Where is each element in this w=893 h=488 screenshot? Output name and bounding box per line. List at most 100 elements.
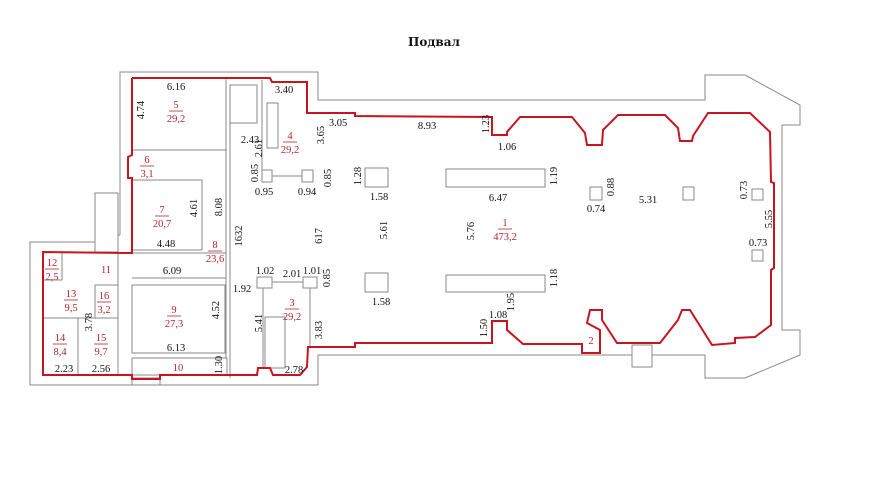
room-number: 9 (171, 305, 176, 316)
column (589, 186, 603, 201)
column (364, 167, 389, 188)
room-area: 27,3 (165, 319, 183, 330)
dimension-label: 1.02 (256, 266, 274, 277)
dimension-label: 2.43 (241, 135, 259, 146)
building-walls (29, 71, 801, 386)
plan-title: Подвал (408, 35, 460, 49)
room-area: 9,7 (94, 347, 107, 358)
dimension-label: 1.30 (214, 356, 225, 374)
rented-area-outline (42, 77, 775, 380)
dimension-label: 8.93 (418, 121, 436, 132)
room-number: 12 (47, 258, 58, 269)
dimension-label: 8.08 (214, 198, 225, 216)
dimension-label: 1.19 (549, 167, 560, 185)
dimension-label: 0.94 (298, 187, 317, 198)
room-number: 8 (212, 240, 217, 251)
dimension-label: 1.18 (549, 269, 560, 287)
dimension-label: 0.73 (749, 238, 767, 249)
dimension-label: 3.78 (84, 313, 95, 331)
column (364, 272, 389, 293)
room-area: 473,2 (493, 232, 517, 243)
column (682, 186, 695, 201)
dimension-label: 1632 (234, 226, 245, 247)
dimension-label: 1.23 (481, 115, 492, 133)
room-area: 8,4 (53, 347, 67, 358)
room-area: 3,1 (140, 169, 153, 180)
room-label-6: 63,1 (140, 155, 154, 180)
column (445, 274, 546, 293)
room-area: 29,2 (283, 312, 301, 323)
dimension-label: 5.61 (379, 221, 390, 239)
stairs-room-3 (264, 316, 286, 369)
dimension-label: 3.05 (329, 118, 347, 129)
room-number: 10 (173, 363, 184, 374)
dimension-label: 1.92 (233, 284, 251, 295)
room-label-2: 2 (588, 336, 593, 347)
room-area: 9,5 (64, 303, 77, 314)
dimension-label: 1.95 (506, 293, 517, 311)
room-area: 29,2 (281, 145, 299, 156)
room-label-8: 823,6 (206, 240, 224, 265)
dimension-label: 5.55 (764, 210, 775, 228)
room-area: 23,6 (206, 254, 224, 265)
dimension-label: 3.40 (275, 85, 293, 96)
dimension-label: 6.47 (489, 193, 507, 204)
room-label-10: 10 (173, 363, 184, 374)
room-number: 3 (289, 298, 294, 309)
dimension-label: 617 (314, 228, 325, 244)
room-area: 2,5 (45, 272, 58, 283)
dimension-label: 1.28 (353, 167, 364, 185)
room-number: 16 (99, 291, 110, 302)
dimension-label: 4.61 (189, 199, 200, 217)
room-label-4: 429,2 (281, 131, 299, 156)
room-number: 1 (502, 218, 507, 229)
room-label-13: 139,5 (64, 289, 78, 314)
room-label-3: 329,2 (283, 298, 301, 323)
dimension-label: 0.95 (255, 187, 273, 198)
room-label-5: 529,2 (167, 100, 185, 125)
stairs-outside-left (94, 192, 119, 253)
stairs-room-4 (266, 102, 279, 149)
room-label-14: 148,4 (53, 333, 67, 358)
room-number: 7 (159, 205, 164, 216)
room-number: 13 (66, 289, 77, 300)
dimension-label: 1.08 (489, 310, 507, 321)
room-area: 3,2 (97, 305, 110, 316)
room-area: 29,2 (167, 114, 185, 125)
dimension-label: 0.85 (322, 269, 333, 287)
dimension-label: 1.58 (372, 297, 390, 308)
dimension-label: 0.74 (587, 204, 606, 215)
room-number: 4 (287, 131, 293, 142)
dimension-label: 0.85 (250, 164, 261, 182)
dimension-label: 5.41 (254, 314, 265, 332)
room-label-16: 163,2 (97, 291, 111, 316)
dimension-label: 6.09 (163, 266, 181, 277)
dimension-label: 1.01 (303, 266, 321, 277)
dimension-label: 6.16 (167, 82, 185, 93)
room-number: 5 (173, 100, 178, 111)
column (445, 168, 546, 188)
shaft (229, 84, 258, 124)
room-label-12: 122,5 (45, 258, 59, 283)
dimension-label: 1.06 (498, 142, 516, 153)
dimension-label: 1.58 (370, 192, 388, 203)
dimension-label: 0.85 (323, 169, 334, 187)
dimension-label: 2.78 (285, 365, 303, 376)
room-number: 6 (144, 155, 149, 166)
dimension-label: 4.52 (211, 301, 222, 319)
room-labels: 1473,22329,2429,2529,263,1720,7823,6927,… (45, 100, 594, 374)
room-number: 15 (96, 333, 107, 344)
dimension-label: 2.01 (283, 269, 301, 280)
room-label-7: 720,7 (153, 205, 171, 230)
room-area: 20,7 (153, 219, 171, 230)
room-label-1: 1 473,2 (493, 218, 517, 243)
dimension-label: 5.76 (466, 222, 477, 240)
dimension-label: 0.88 (606, 178, 617, 196)
column (751, 249, 764, 262)
room-number: 2 (588, 336, 593, 347)
dimension-label: 3.83 (314, 321, 325, 339)
dimension-label: 3.65 (316, 126, 327, 144)
room-label-11: 11 (101, 265, 111, 276)
